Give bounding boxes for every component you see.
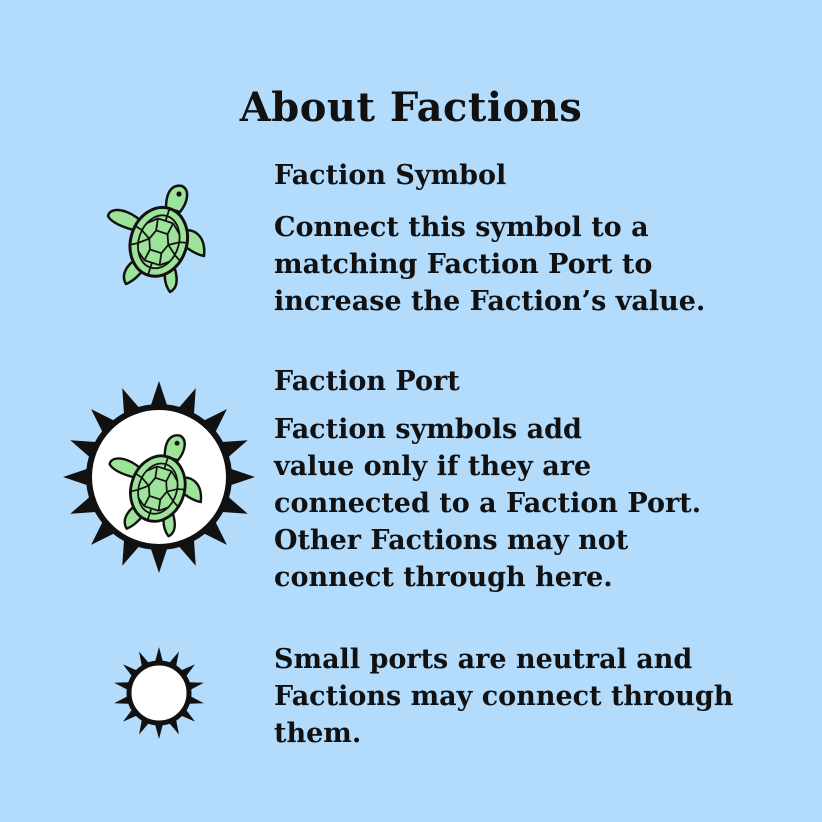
port-spike bbox=[63, 466, 94, 488]
small-port-text-line: Small ports are neutral and bbox=[274, 644, 693, 675]
port-spike bbox=[91, 409, 121, 439]
faction-port-text-line: Faction symbols add bbox=[274, 414, 582, 445]
port-spike bbox=[224, 466, 255, 488]
small-port-icon bbox=[112, 646, 206, 740]
small-port-text-line: Factions may connect through bbox=[274, 681, 734, 712]
faction-port-icon bbox=[62, 380, 256, 574]
turtle-icon bbox=[100, 178, 220, 304]
faction-port-heading: Faction Port bbox=[274, 366, 460, 397]
page-title: About Factions bbox=[239, 84, 583, 131]
port-spike bbox=[197, 515, 227, 545]
port-spike bbox=[148, 381, 170, 412]
faction-symbol-heading: Faction Symbol bbox=[274, 160, 507, 191]
faction-symbol-description: Connect this symbol to a matching Factio… bbox=[274, 209, 705, 320]
small-port-description: Small ports are neutral and Factions may… bbox=[274, 641, 733, 752]
port-spike bbox=[148, 542, 170, 573]
faction-symbol-text-line: Connect this symbol to a bbox=[274, 212, 649, 243]
faction-symbol-text-line: increase the Faction’s value. bbox=[274, 286, 706, 317]
faction-port-text-line: connect through here. bbox=[274, 562, 613, 593]
faction-port-text-line: connected to a Faction Port. bbox=[274, 488, 702, 519]
port-spike bbox=[91, 515, 121, 545]
faction-port-text-line: value only if they are bbox=[274, 451, 592, 482]
faction-port-text-line: Other Factions may not bbox=[274, 525, 629, 556]
port-spike bbox=[197, 409, 227, 439]
faction-symbol-text-line: matching Faction Port to bbox=[274, 249, 653, 280]
faction-port-description: Faction symbols add value only if they a… bbox=[274, 411, 701, 596]
small-port-text-line: them. bbox=[274, 718, 362, 749]
